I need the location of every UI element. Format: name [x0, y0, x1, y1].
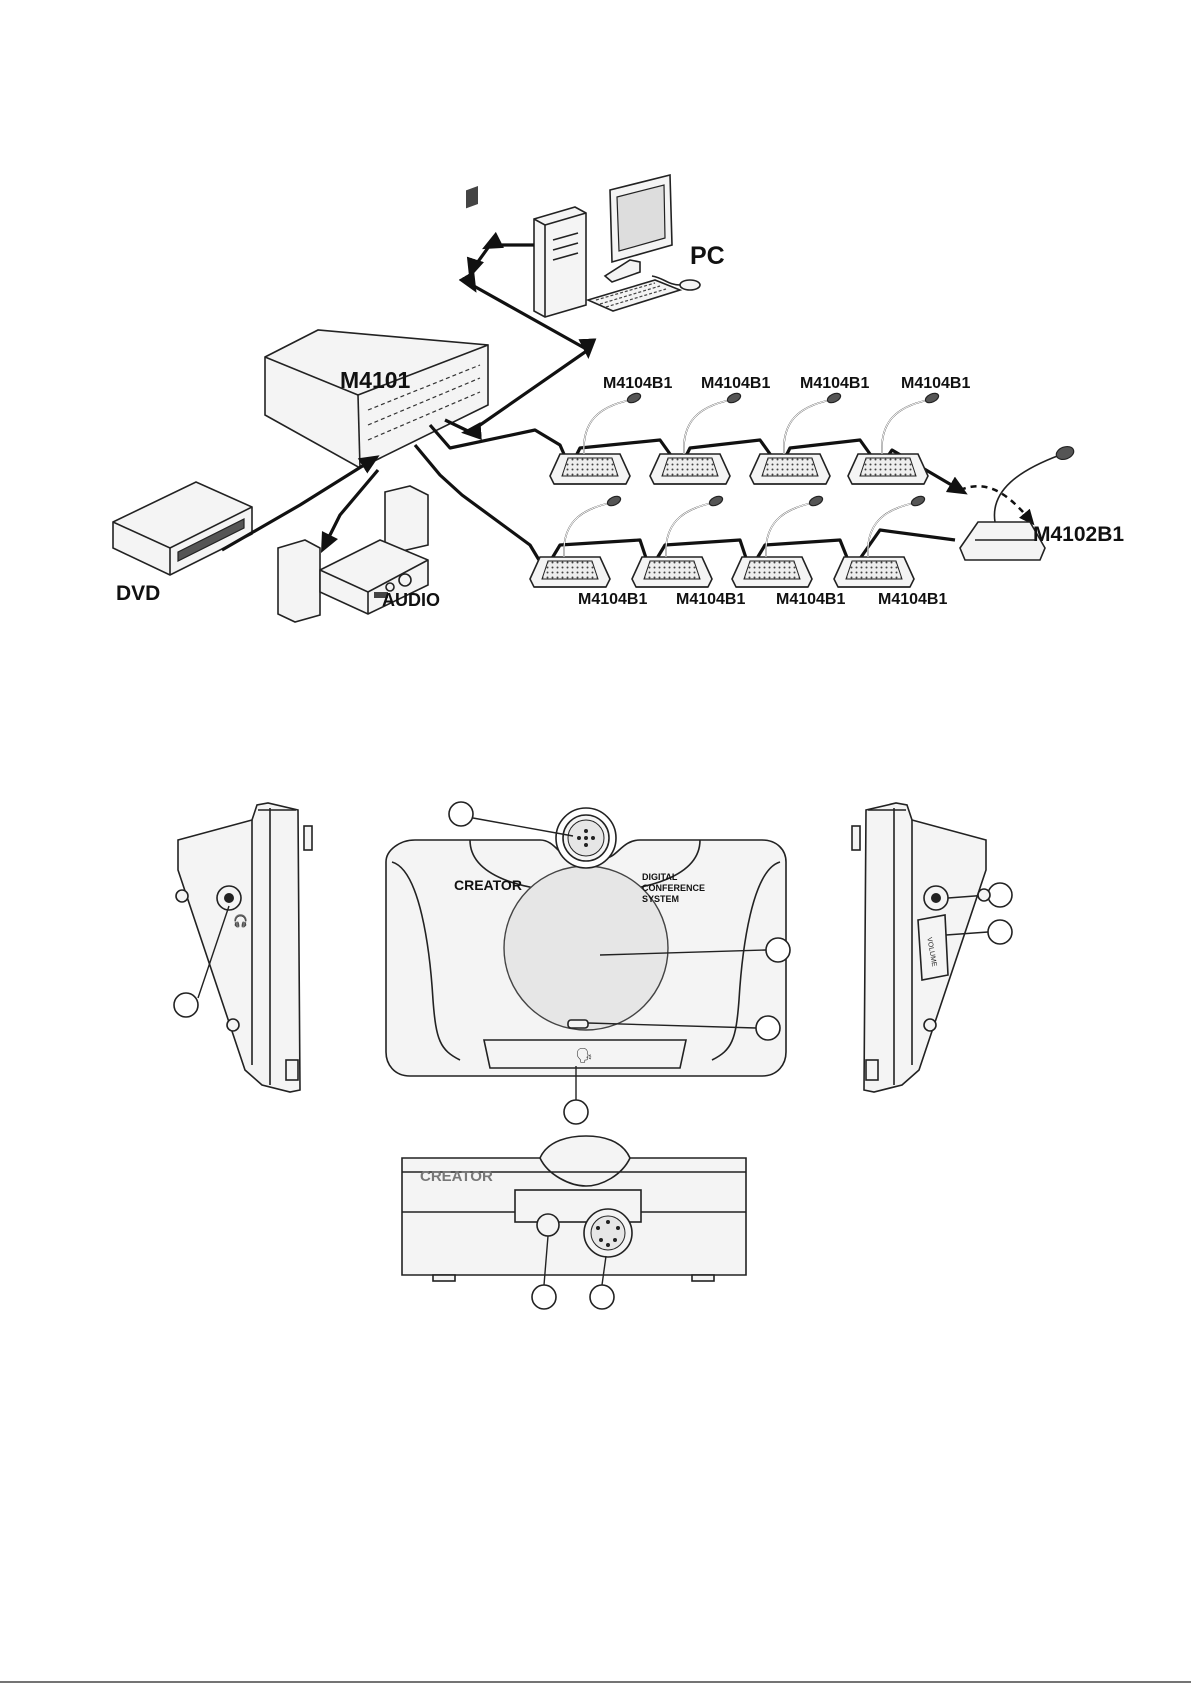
audio-label: AUDIO — [382, 590, 440, 610]
delegate-label-top-1: M4104B1 — [603, 375, 672, 392]
system-text-line-2: CONFERENCE — [642, 883, 705, 893]
delegate-label-top-2: M4104B1 — [701, 375, 770, 392]
brand-front: CREATOR — [420, 1168, 493, 1185]
headphone-symbol-left: 🎧 — [233, 914, 248, 928]
chairman-unit-label: M4102B1 — [1033, 523, 1124, 546]
delegate-label-bottom-3: M4104B1 — [776, 591, 845, 608]
dvd-label: DVD — [116, 582, 160, 605]
delegate-label-bottom-2: M4104B1 — [676, 591, 745, 608]
unit-views: 🎧 🗣 CREATOR DIGITAL CONFE — [174, 802, 1012, 1309]
pc-illustration — [534, 175, 700, 317]
system-text-line-1: DIGITAL — [642, 872, 678, 882]
left-side-view: 🎧 — [174, 803, 312, 1092]
delegate-label-top-3: M4104B1 — [800, 375, 869, 392]
delegate-label-bottom-4: M4104B1 — [878, 591, 947, 608]
dvd-illustration — [113, 482, 252, 575]
delegate-label-bottom-1: M4104B1 — [578, 591, 647, 608]
system-connection-diagram: PC M4101 DVD AUDIO — [113, 175, 1124, 622]
top-view: 🗣 CREATOR DIGITAL CONFERENCE SYSTEM — [386, 802, 790, 1124]
front-view: CREATOR — [402, 1136, 746, 1309]
system-text-line-3: SYSTEM — [642, 894, 679, 904]
brand-top: CREATOR — [454, 877, 522, 893]
delegate-label-top-4: M4104B1 — [901, 375, 970, 392]
speak-symbol: 🗣 — [575, 1047, 593, 1063]
delegate-unit-bottom-4 — [834, 494, 926, 587]
delegate-unit-top-2 — [650, 391, 742, 484]
delegate-unit-top-1 — [550, 391, 642, 484]
delegate-unit-top-3 — [750, 391, 842, 484]
pc-label: PC — [690, 242, 725, 270]
right-side-view: VOLUME — [852, 803, 1012, 1092]
main-unit-label: M4101 — [340, 367, 411, 393]
